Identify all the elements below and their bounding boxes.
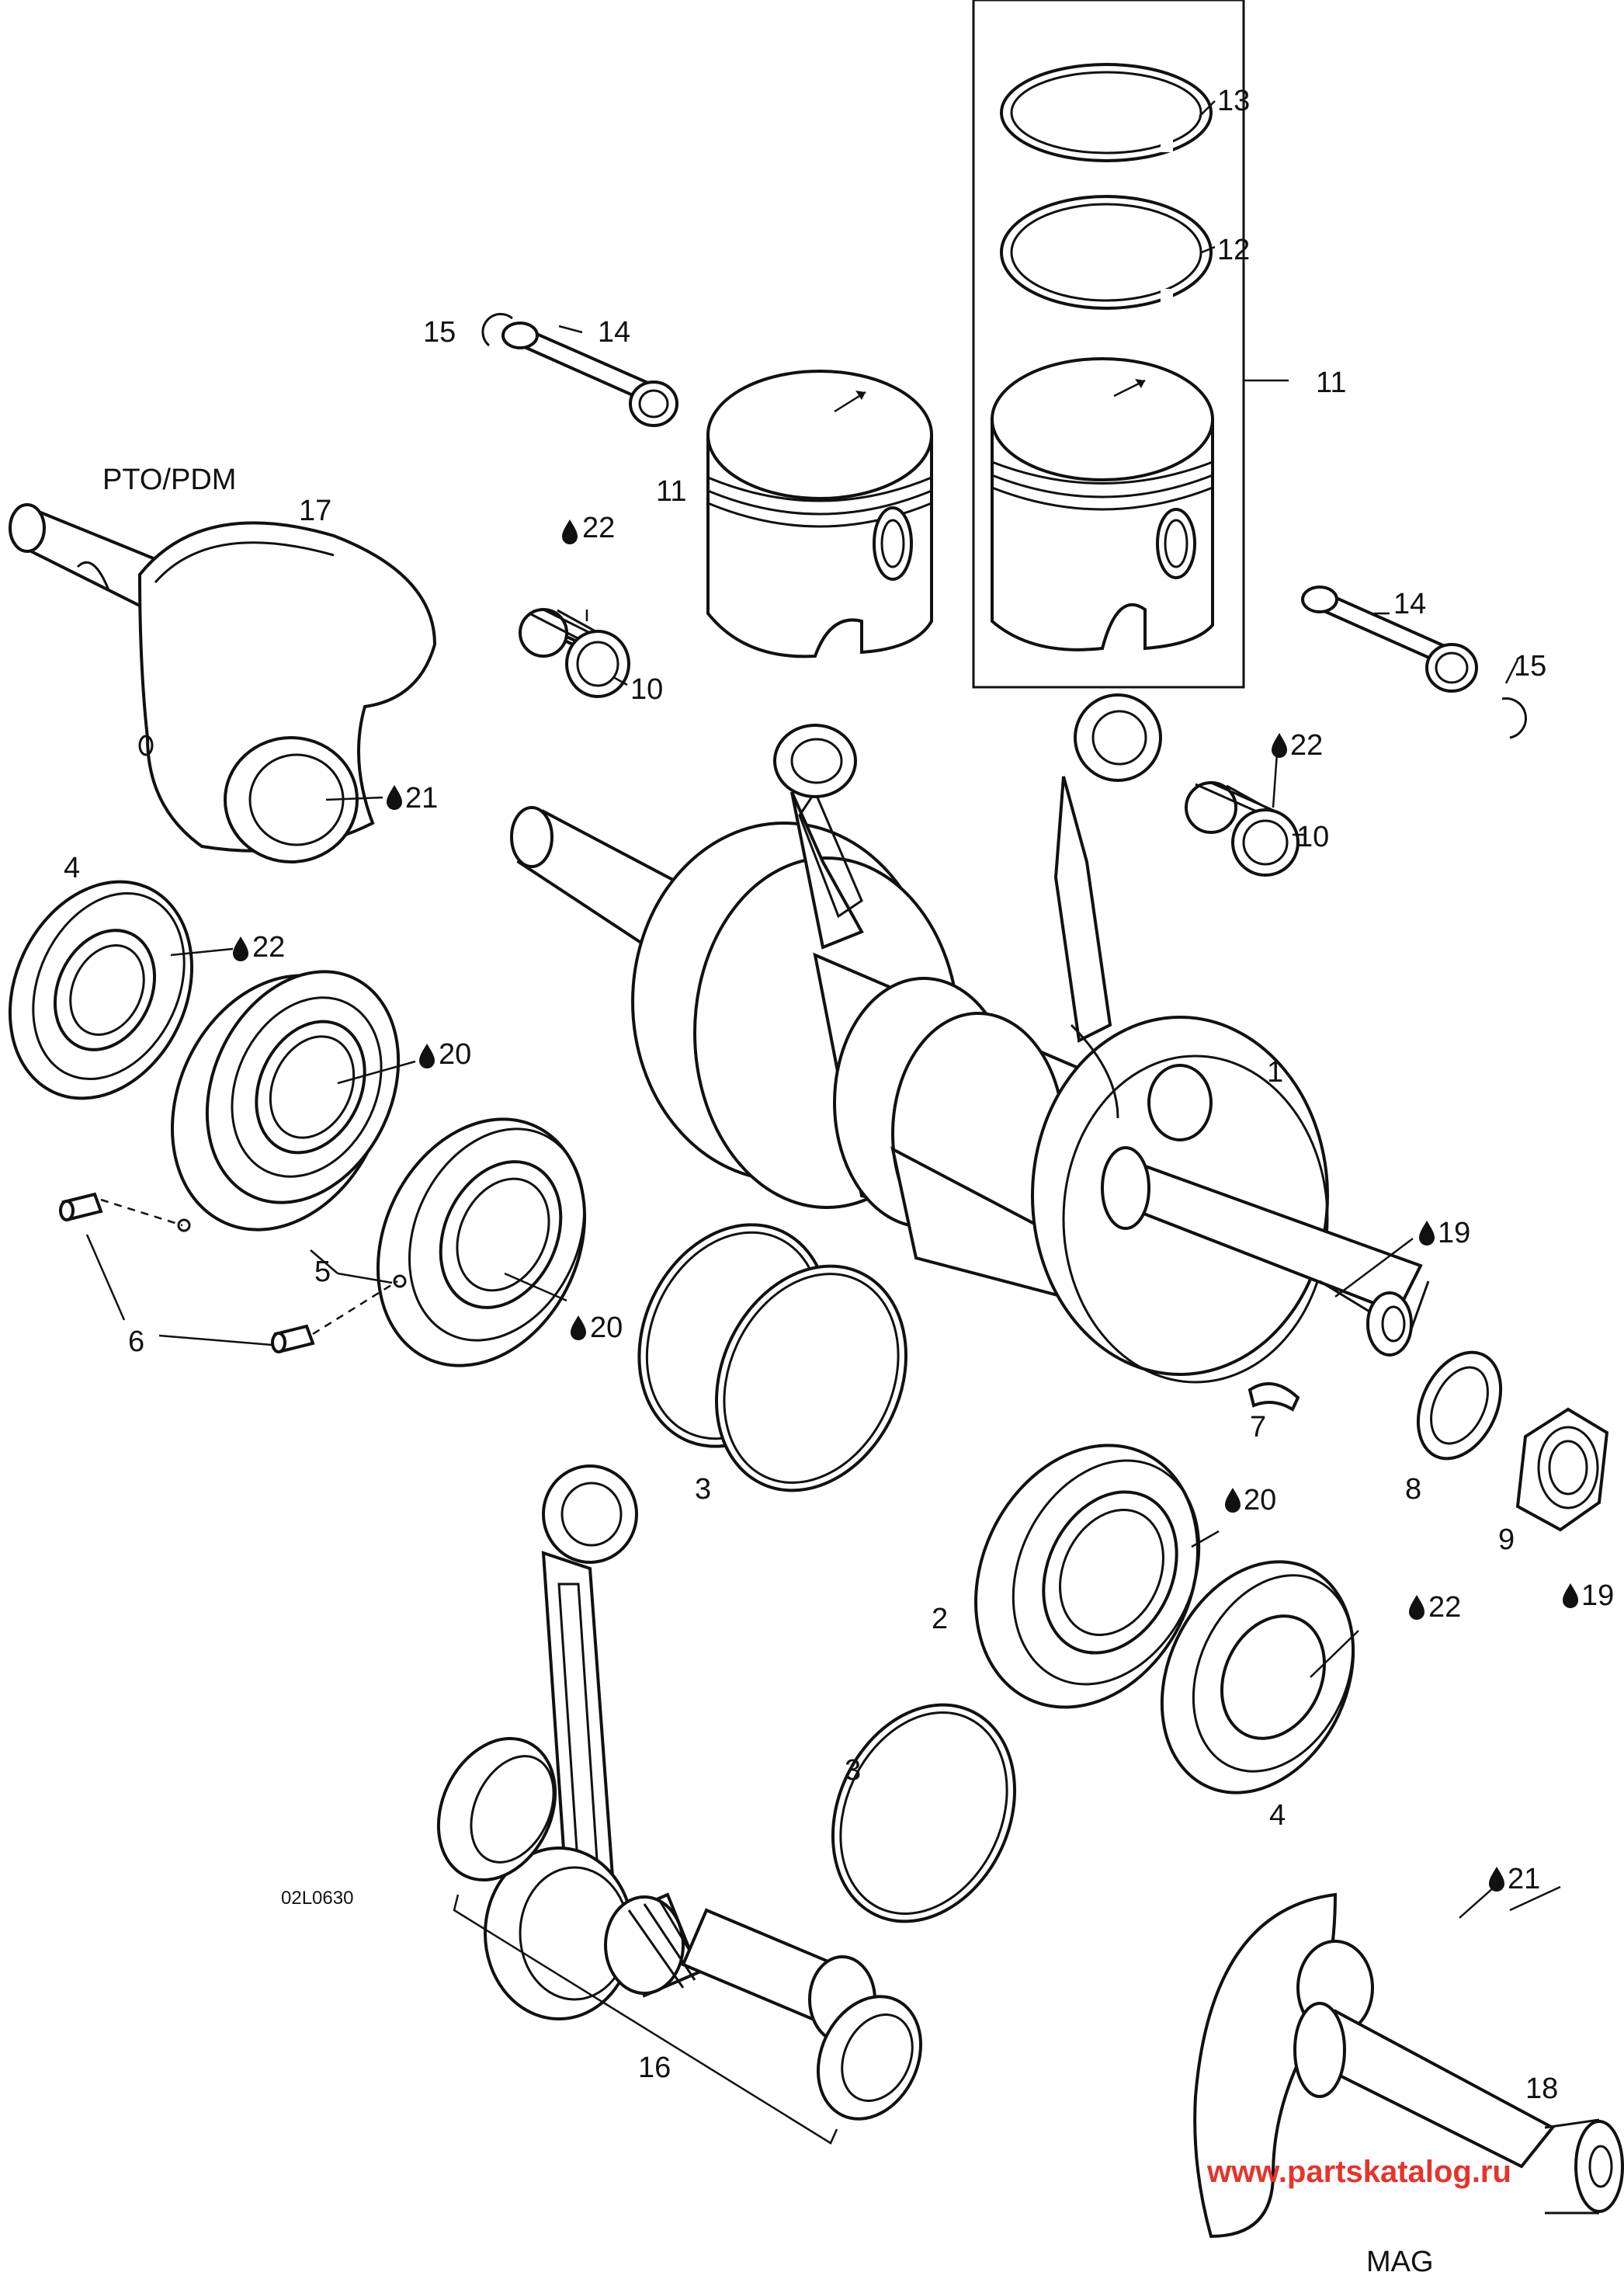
callout-15-right: 15 (1514, 650, 1546, 683)
svg-text:22: 22 (582, 512, 615, 544)
lubricant-drop-icon (1225, 1488, 1241, 1513)
dashed-axis-lower (312, 1280, 398, 1336)
callout-12: 12 (1217, 234, 1250, 266)
svg-text:21: 21 (405, 782, 438, 815)
callout-5: 5 (314, 1256, 331, 1288)
callout-4-pto: 4 (64, 852, 80, 884)
piston-pin-14-right (1301, 585, 1478, 693)
dowel-pin-6-lower (271, 1324, 315, 1353)
piston-ring-13 (1000, 63, 1213, 162)
dashed-axis-upper (100, 1198, 183, 1227)
lock-washer-8 (1416, 1350, 1503, 1461)
lube-20-lower: 20 (571, 1311, 623, 1344)
callout-18: 18 (1525, 2072, 1558, 2105)
svg-text:22: 22 (1290, 729, 1323, 762)
lubricant-drop-icon (419, 1044, 435, 1068)
pto-label: PTO/PDM (102, 464, 236, 496)
lube-22-right: 22 (1272, 729, 1323, 762)
lube-20-mag: 20 (1225, 1484, 1276, 1516)
needle-bearing-10-right (1185, 781, 1300, 877)
svg-text:20: 20 (439, 1038, 471, 1071)
lubricant-drop-icon (387, 785, 402, 810)
lubricant-drop-icon (562, 519, 578, 544)
callout-2: 2 (932, 1603, 948, 1635)
callout-3-lower: 3 (845, 1754, 861, 1787)
circlip-15-left (481, 312, 513, 347)
callout-3-upper: 3 (695, 1473, 711, 1506)
o-ring-3-lower (831, 1703, 1017, 1923)
svg-text:21: 21 (1508, 1863, 1540, 1895)
callout-10-right: 10 (1296, 821, 1329, 853)
piston-pin-14-left (501, 321, 678, 427)
oil-seal-4-pto (8, 880, 194, 1100)
piston-kit-box (972, 0, 1245, 689)
circlip-15-right (1501, 697, 1527, 739)
lubricant-drop-icon (1563, 1583, 1578, 1608)
lube-19-nut: 19 (1563, 1579, 1614, 1612)
connecting-rod-kit-16 (436, 1464, 923, 2145)
callout-labels: 13 12 11 11 14 15 14 15 10 10 17 1 4 5 6… (64, 85, 1558, 2105)
svg-text:19: 19 (1581, 1579, 1614, 1612)
nut-9 (1515, 1407, 1609, 1532)
callout-10-left: 10 (630, 673, 663, 706)
piston-11 (706, 370, 933, 658)
lube-22-pto-seal: 22 (233, 931, 285, 964)
callout-17: 17 (299, 495, 331, 527)
lube-19-shaft: 19 (1419, 1217, 1470, 1249)
callout-15-left: 15 (423, 316, 456, 349)
mag-label: MAG (1366, 2246, 1434, 2278)
callout-6: 6 (128, 1325, 144, 1358)
ball-bearing-5-upper (171, 970, 401, 1232)
lubricant-drop-icon (1409, 1595, 1424, 1620)
callout-4-mag: 4 (1269, 1799, 1286, 1832)
crankshaft-half-18 (1193, 1892, 1624, 2239)
callout-1: 1 (1267, 1056, 1283, 1089)
figure-code: 02L0630 (281, 1888, 353, 1909)
svg-text:22: 22 (1428, 1591, 1461, 1624)
lube-22-top: 22 (562, 512, 615, 544)
lubricant-drop-icon (1419, 1221, 1435, 1245)
lube-22-mag-seal: 22 (1409, 1591, 1461, 1624)
svg-text:20: 20 (590, 1311, 623, 1344)
leader-lines (85, 100, 1561, 1919)
callout-16: 16 (638, 2051, 671, 2084)
callout-8: 8 (1405, 1473, 1421, 1506)
callout-11: 11 (656, 475, 686, 508)
woodruff-key-7 (1247, 1382, 1300, 1412)
lubricant-drop-icon (1272, 733, 1287, 758)
oil-seal-4-mag (1160, 1560, 1355, 1794)
piston-kit-group (972, 0, 1245, 689)
callout-11-kit: 11 (1316, 367, 1346, 399)
callout-14-right: 14 (1393, 588, 1426, 620)
piston-11-kit (991, 357, 1214, 651)
callout-9: 9 (1498, 1523, 1515, 1556)
callout-14-left: 14 (598, 316, 630, 349)
lubricant-callouts: 22 22 21 22 20 20 19 20 (233, 512, 1614, 1895)
lube-21-pto: 21 (387, 782, 438, 815)
dowel-pin-6-upper (59, 1192, 103, 1221)
svg-text:20: 20 (1244, 1484, 1276, 1516)
svg-text:22: 22 (252, 931, 285, 964)
lubricant-drop-icon (571, 1315, 586, 1340)
lubricant-drop-icon (233, 936, 248, 961)
lube-21-mag: 21 (1489, 1863, 1540, 1895)
svg-text:19: 19 (1438, 1217, 1470, 1249)
ball-bearing-2 (974, 1444, 1201, 1709)
ball-bearing-5-lower (376, 1117, 587, 1367)
o-ring-3-upper-right (715, 1264, 907, 1492)
needle-bearing-10-left (519, 608, 630, 698)
lube-20-upper: 20 (419, 1038, 471, 1071)
crankshaft-half-17 (9, 503, 437, 863)
lubricant-drop-icon (1489, 1867, 1504, 1892)
callout-7: 7 (1250, 1411, 1266, 1444)
piston-ring-12 (1000, 195, 1213, 310)
callout-13: 13 (1217, 85, 1250, 117)
watermark: www.partskatalog.ru (1206, 2155, 1511, 2189)
crankshaft-assembly-1 (510, 693, 1430, 1384)
